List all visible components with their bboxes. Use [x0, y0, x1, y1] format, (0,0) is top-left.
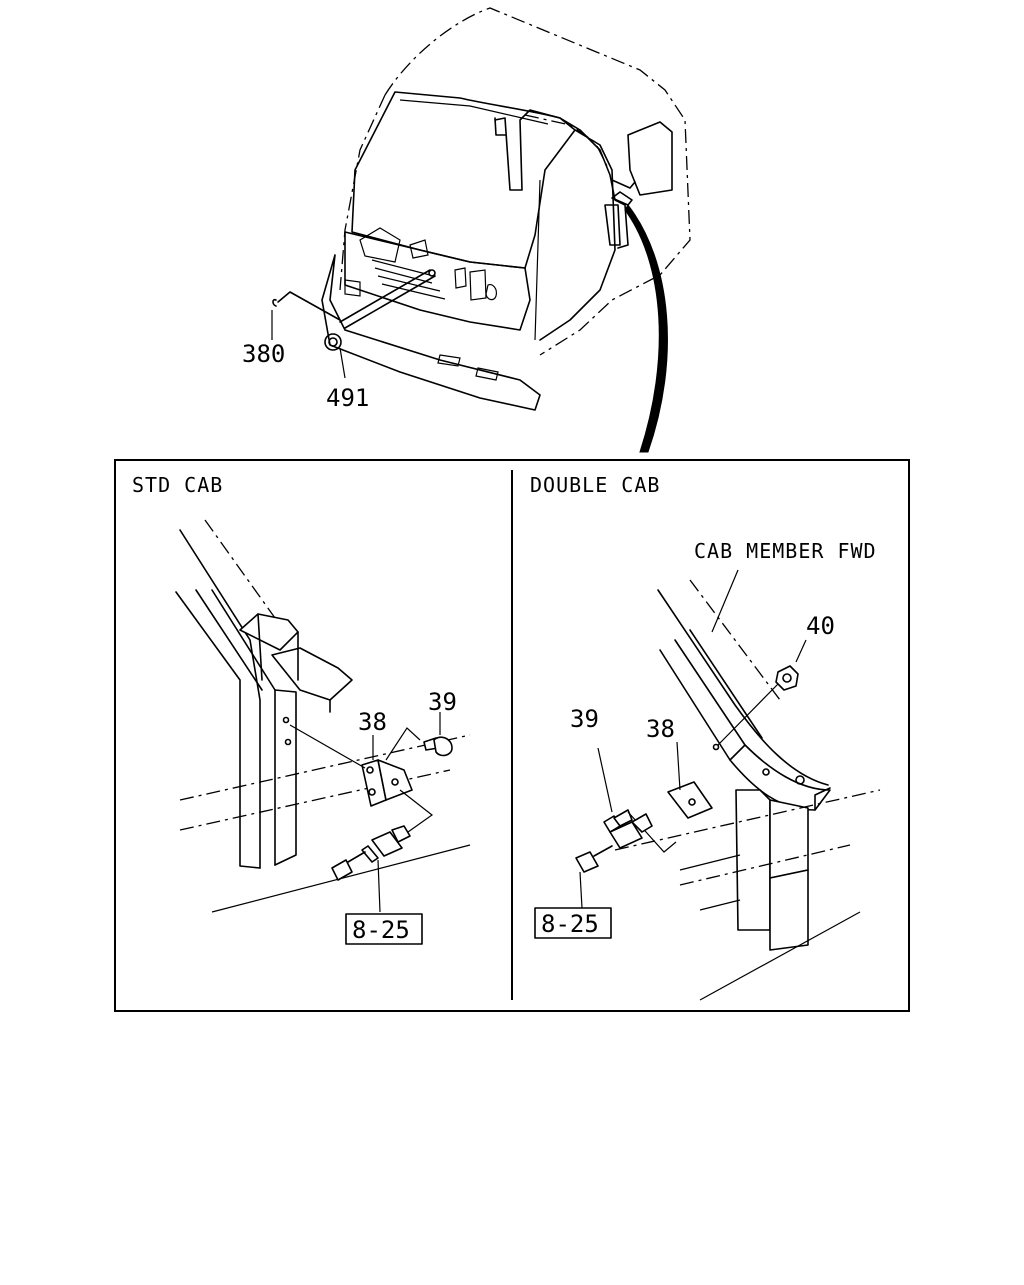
truck-cab-illustration	[321, 7, 691, 411]
callout-380-group: 380	[242, 291, 341, 368]
std-cab-title: STD CAB	[132, 473, 223, 497]
detail-leader-curve	[624, 204, 668, 453]
double-label-38: 38	[646, 715, 675, 743]
cab-member-fwd-label: CAB MEMBER FWD	[694, 539, 877, 563]
detail-frame	[114, 459, 910, 1012]
double-label-40: 40	[806, 612, 835, 640]
std-ref-box	[345, 913, 423, 945]
std-label-39: 39	[428, 688, 457, 716]
double-cab-title: DOUBLE CAB	[530, 473, 660, 497]
callout-491-group: 491	[324, 333, 369, 412]
std-ref-label: 8-25	[352, 916, 410, 944]
double-ref-box	[534, 907, 612, 939]
callout-491: 491	[326, 384, 369, 412]
double-cab-panel: DOUBLE CAB CAB MEMBER FWD 40 38	[530, 473, 881, 1001]
callout-380: 380	[242, 340, 285, 368]
std-cab-panel: STD CAB 38 39	[132, 473, 471, 945]
double-label-39: 39	[570, 705, 599, 733]
std-label-38: 38	[358, 708, 387, 736]
double-ref-label: 8-25	[541, 910, 599, 938]
